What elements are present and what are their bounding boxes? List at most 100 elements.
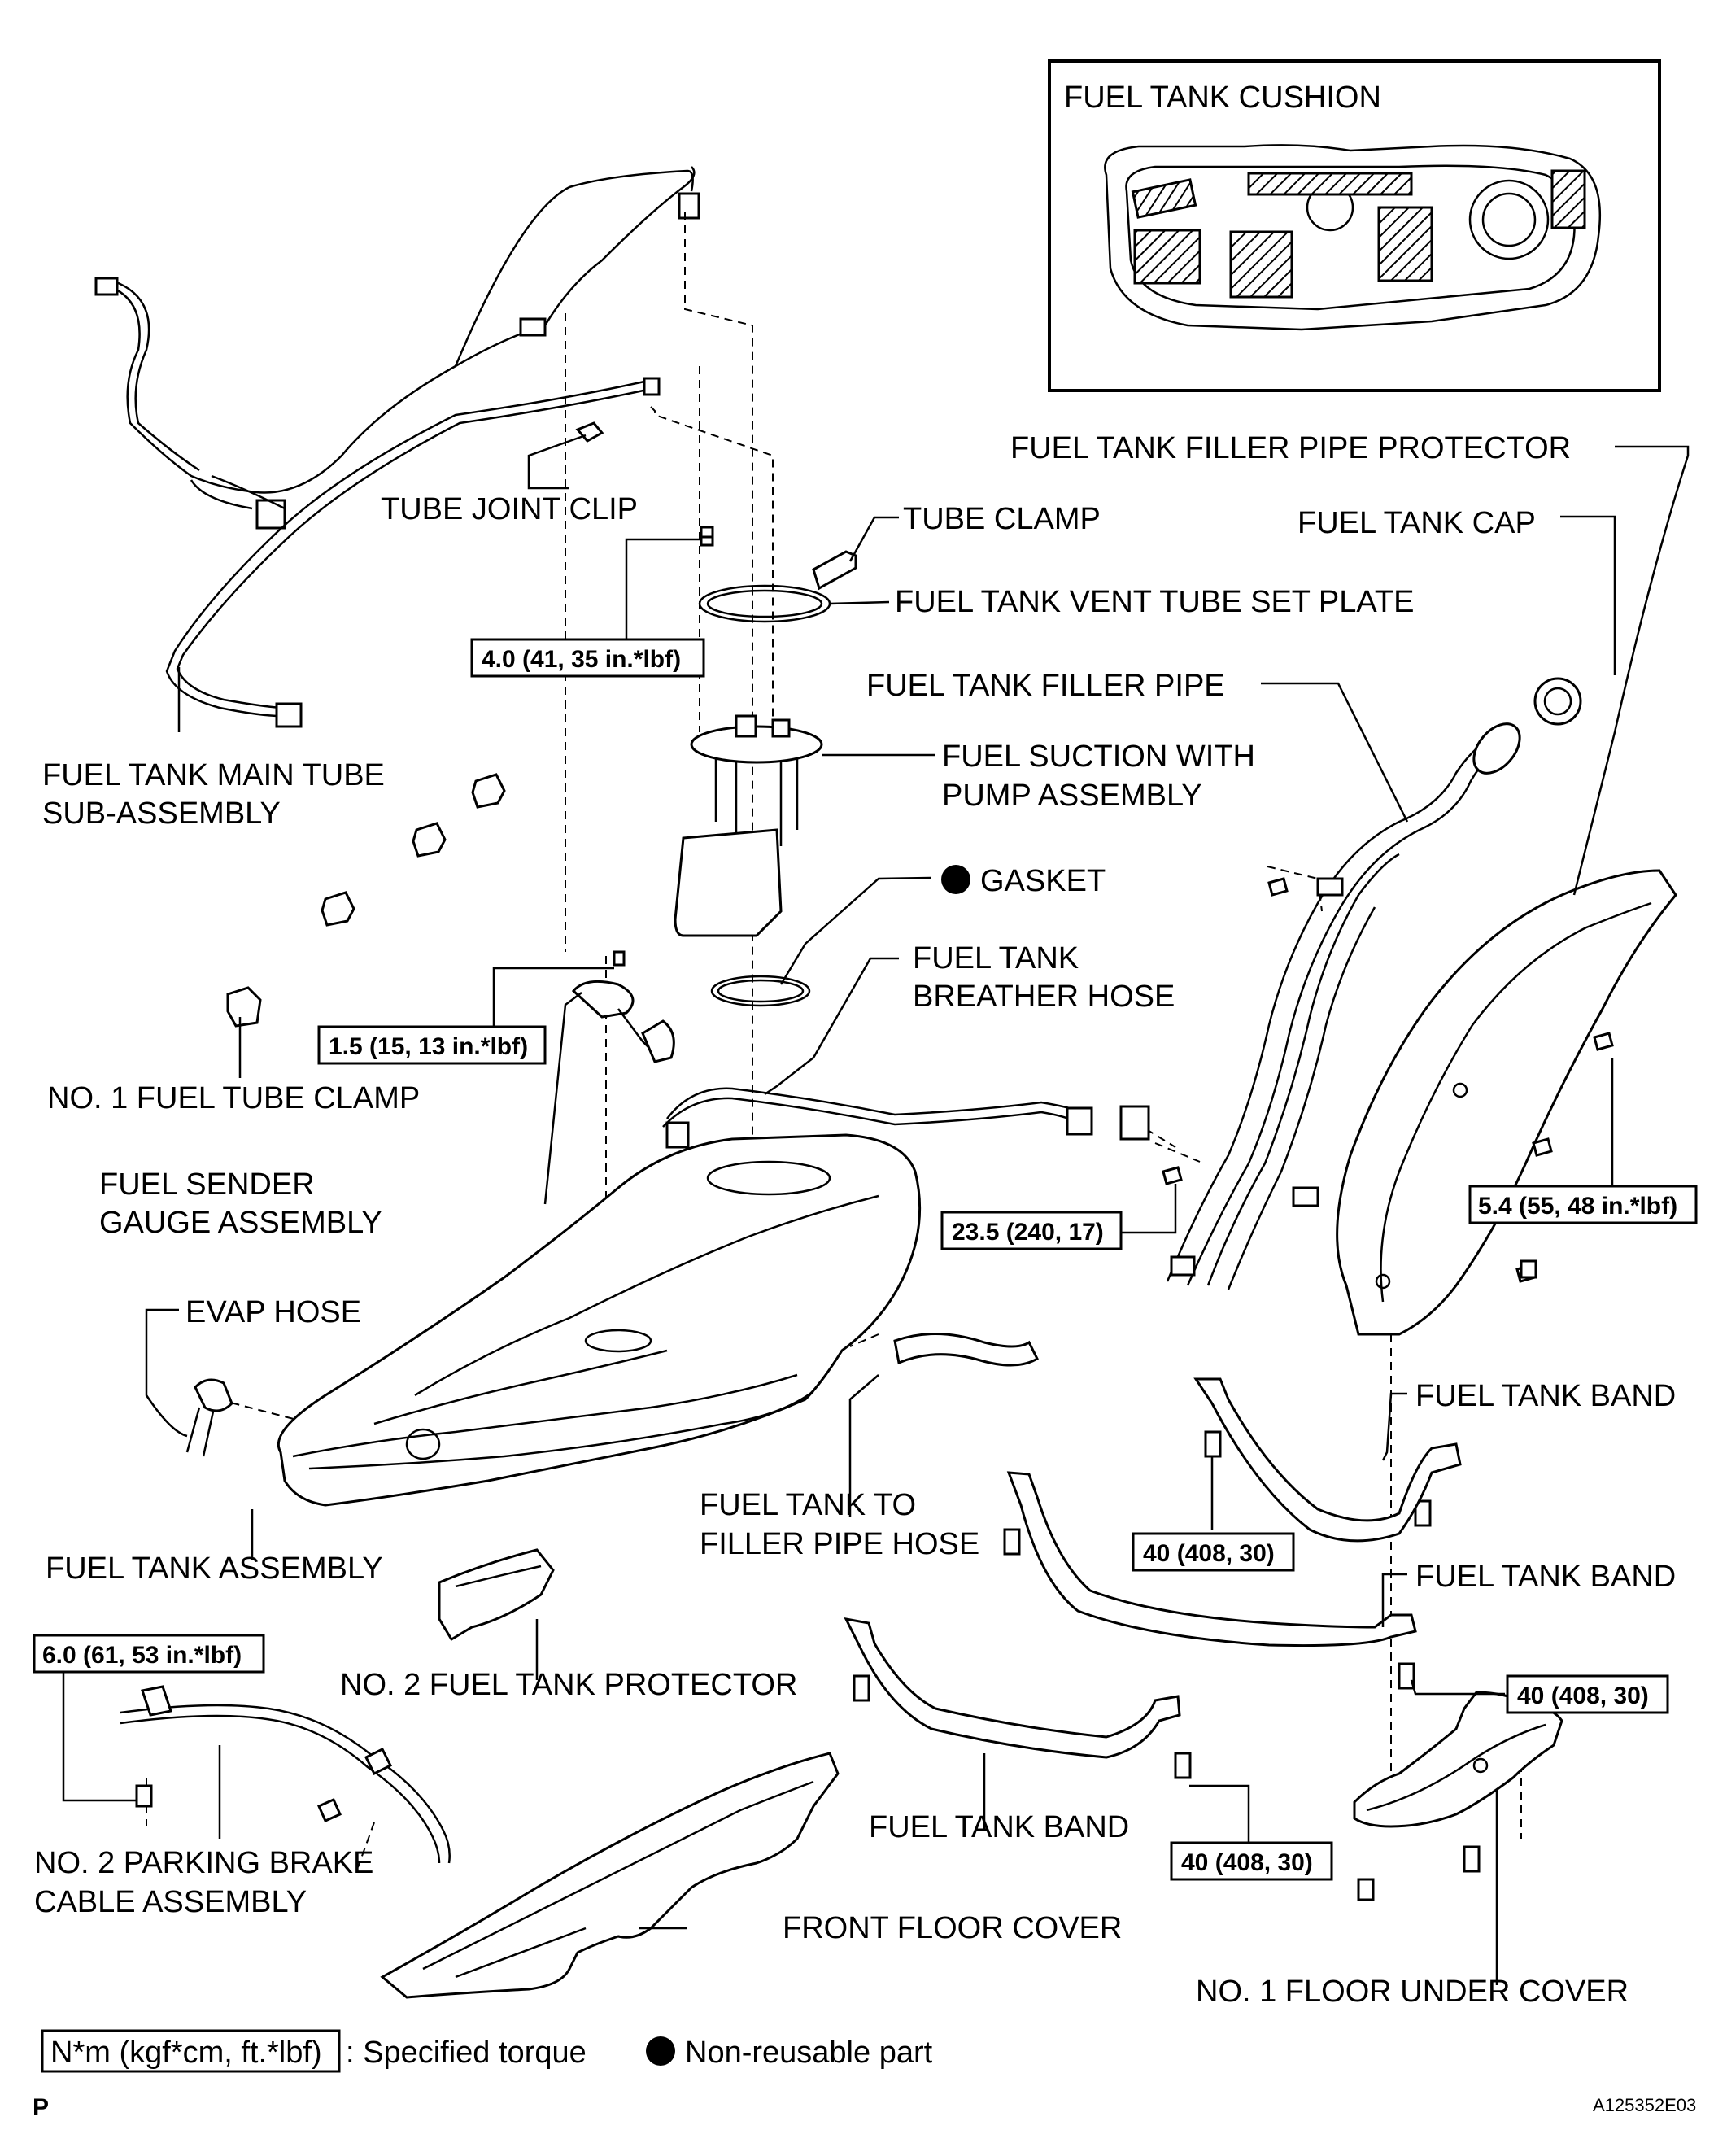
fuel-suction-pump-drawing [674, 526, 857, 1007]
label-tube-clamp: TUBE CLAMP [903, 502, 1101, 536]
label-fuel-sender-line1: FUEL SENDER [99, 1167, 315, 1202]
breather-hose-end-icon [665, 1121, 690, 1149]
connector-4-icon [255, 499, 286, 530]
label-filler-pipe-hose-line2: FILLER PIPE HOSE [700, 1527, 979, 1561]
tube-joint-clip-icon [575, 421, 604, 443]
label-fuel-suction-line2: PUMP ASSEMBLY [942, 779, 1202, 813]
bolt-icon [1463, 1845, 1481, 1873]
bolt-icon [1162, 1166, 1183, 1185]
inset-tank-outline [1104, 144, 1602, 331]
bolt-icon [1520, 1259, 1537, 1279]
label-fuel-tank-band-3: FUEL TANK BAND [869, 1810, 1129, 1844]
label-fuel-tank-filler-pipe: FUEL TANK FILLER PIPE [866, 669, 1225, 703]
connector-1-icon [94, 277, 119, 296]
nonreusable-dot-icon [941, 865, 970, 894]
bolt-icon [1398, 1662, 1415, 1690]
tube-clamp-icon [812, 550, 857, 591]
connector-5-icon [275, 702, 303, 728]
fuel-sender-gauge-drawing [571, 950, 675, 1063]
bolt-icon [1267, 877, 1289, 897]
label-filler-pipe-hose-line1: FUEL TANK TO [700, 1488, 916, 1522]
label-vent-tube-set-plate: FUEL TANK VENT TUBE SET PLATE [895, 585, 1414, 619]
cushion-5 [1229, 230, 1293, 299]
breather-hose-drawing [662, 1087, 1150, 1149]
cushion-6 [1377, 206, 1433, 282]
label-breather-hose-line1: FUEL TANK [913, 941, 1079, 975]
torque-4-0: 4.0 (41, 35 in.*lbf) [482, 646, 681, 673]
bolt-icon [1003, 1528, 1021, 1556]
bolt-icon [1414, 1499, 1432, 1527]
fuel-tank-main-tube-drawing [94, 166, 700, 728]
no1-fuel-tube-clamp-icon [226, 986, 262, 1028]
label-no2-fuel-tank-protector: NO. 2 FUEL TANK PROTECTOR [340, 1668, 797, 1702]
legend-nonreusable-text: Non-reusable part [685, 2036, 933, 2070]
part-labels: FUEL TANK FILLER PIPE PROTECTOR FUEL TAN… [34, 431, 1676, 2009]
bolt-icon [135, 1784, 153, 1808]
torque-23-5: 23.5 (240, 17) [952, 1219, 1104, 1246]
fuel-tank-cap-icon [1533, 677, 1582, 726]
torque-specs: 4.0 (41, 35 in.*lbf) 1.5 (15, 13 in.*lbf… [33, 638, 1698, 1881]
torque-6-0: 6.0 (61, 53 in.*lbf) [42, 1642, 242, 1669]
bolt-icon [700, 526, 714, 539]
cushion-2 [1247, 172, 1413, 196]
filler-neck-icon [1472, 722, 1521, 775]
label-parking-brake-line1: NO. 2 PARKING BRAKE [34, 1846, 373, 1880]
connector-3-icon [678, 192, 700, 220]
filler-pipe-hose-icon [893, 1332, 1039, 1367]
label-main-tube-line1: FUEL TANK MAIN TUBE [42, 758, 385, 792]
parking-brake-cable-drawing [120, 1685, 451, 1864]
fuel-tank-bands [844, 1377, 1462, 1759]
label-no1-floor-under-cover: NO. 1 FLOOR UNDER COVER [1196, 1975, 1629, 2009]
no2-fuel-tank-protector-drawing [438, 1548, 555, 1642]
fuel-tank-filler-pipe-drawing [1166, 677, 1582, 1290]
torque-1-5: 1.5 (15, 13 in.*lbf) [329, 1033, 528, 1060]
clip-icon [471, 773, 506, 809]
legend-torque-text: : Specified torque [346, 2036, 587, 2070]
bolt-icon [853, 1674, 870, 1702]
torque-40-c: 40 (408, 30) [1181, 1849, 1313, 1876]
bolt-icon [1204, 1430, 1222, 1458]
fuel-tank-body [185, 1133, 1039, 1507]
bolt-icon [317, 1798, 342, 1822]
bolt-icon [1593, 1032, 1614, 1051]
breather-hose-end-icon [1066, 1106, 1093, 1136]
front-floor-cover-drawing [380, 1752, 840, 1999]
connector-2-icon [519, 317, 547, 337]
torque-5-4: 5.4 (55, 48 in.*lbf) [1478, 1193, 1677, 1220]
legend-nonreusable-dot-icon [646, 2036, 675, 2066]
label-no1-fuel-tube-clamp: NO. 1 FUEL TUBE CLAMP [47, 1081, 420, 1115]
torque-40-a: 40 (408, 30) [1143, 1540, 1275, 1567]
clip-icon [412, 822, 447, 858]
filler-pipe-protector-drawing [1336, 869, 1677, 1336]
tube-clips [226, 421, 604, 1028]
label-fuel-sender-line2: GAUGE ASSEMBLY [99, 1206, 382, 1240]
torque-40-b: 40 (408, 30) [1517, 1682, 1649, 1709]
gasket-ring-icon [710, 975, 811, 1007]
pump-body-icon [674, 828, 783, 937]
label-fuel-tank-cap: FUEL TANK CAP [1297, 506, 1536, 540]
breather-grommet-icon [1119, 1105, 1150, 1141]
cushion-1 [1131, 178, 1197, 219]
label-main-tube-line2: SUB-ASSEMBLY [42, 796, 281, 831]
inset-title: FUEL TANK CUSHION [1064, 81, 1381, 115]
cushion-4 [1133, 229, 1201, 285]
bolts [135, 526, 1614, 1901]
leader-lines [62, 434, 1690, 1985]
label-evap-hose: EVAP HOSE [185, 1295, 361, 1329]
label-fuel-tank-filler-pipe-protector: FUEL TANK FILLER PIPE PROTECTOR [1010, 431, 1571, 465]
label-fuel-suction-line1: FUEL SUCTION WITH [942, 740, 1255, 774]
cushion-3 [1550, 169, 1586, 229]
no1-floor-under-cover-drawing [1353, 1691, 1563, 1828]
label-breather-hose-line2: BREATHER HOSE [913, 980, 1175, 1014]
legend: N*m (kgf*cm, ft.*lbf) : Specified torque… [41, 2029, 933, 2073]
clip-icon [321, 891, 355, 927]
fuel-tank-cushion-inset: FUEL TANK CUSHION [1048, 59, 1661, 392]
label-fuel-tank-band-1: FUEL TANK BAND [1415, 1379, 1676, 1413]
evap-hose-end-icon [194, 1378, 233, 1412]
connector-6-icon [643, 377, 661, 396]
bolt-icon [1357, 1878, 1375, 1901]
label-fuel-tank-band-2: FUEL TANK BAND [1415, 1560, 1676, 1594]
bolt-icon [1532, 1137, 1553, 1157]
legend-torque-unit: N*m (kgf*cm, ft.*lbf) [50, 2036, 322, 2070]
